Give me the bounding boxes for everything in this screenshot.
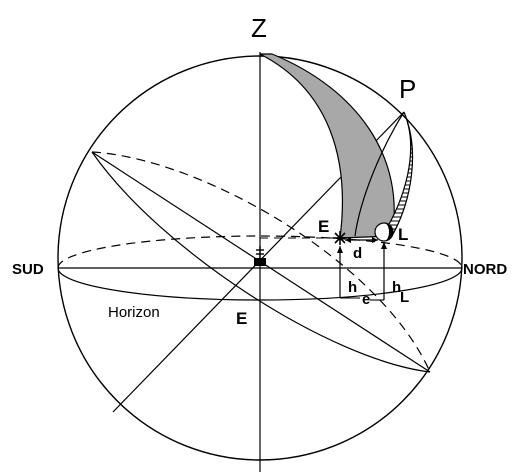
- eclipse-label: e: [362, 291, 370, 308]
- moon-disk: [374, 222, 394, 242]
- moon-label: L: [398, 225, 408, 244]
- earth-shaded-band: [259, 53, 395, 239]
- earth-star-marker: [333, 231, 347, 245]
- distance-arrow: [345, 237, 378, 243]
- earth-label-upper: E: [318, 217, 329, 236]
- observer-icon: [254, 246, 266, 266]
- equator-ellipse-back: [91, 151, 431, 373]
- height-hL-arrow: [381, 242, 387, 300]
- north-label: NORD: [463, 261, 507, 278]
- height-h-label: h: [348, 279, 357, 296]
- moon-band-outer-edge: [354, 111, 405, 237]
- horizon-ellipse-front: [57, 267, 463, 301]
- distance-label: d: [353, 245, 362, 262]
- south-label: SUD: [12, 261, 44, 278]
- pole-label: P: [399, 74, 416, 104]
- height-hL-L-label: L: [400, 289, 409, 306]
- horizon-label: Horizon: [108, 304, 160, 321]
- zenith-label: Z: [251, 13, 267, 43]
- earth-label-lower: E: [236, 309, 247, 328]
- equator-ellipse-front: [91, 151, 431, 373]
- height-h-arrow: [337, 246, 343, 298]
- height-hL-h-label: h: [392, 279, 401, 296]
